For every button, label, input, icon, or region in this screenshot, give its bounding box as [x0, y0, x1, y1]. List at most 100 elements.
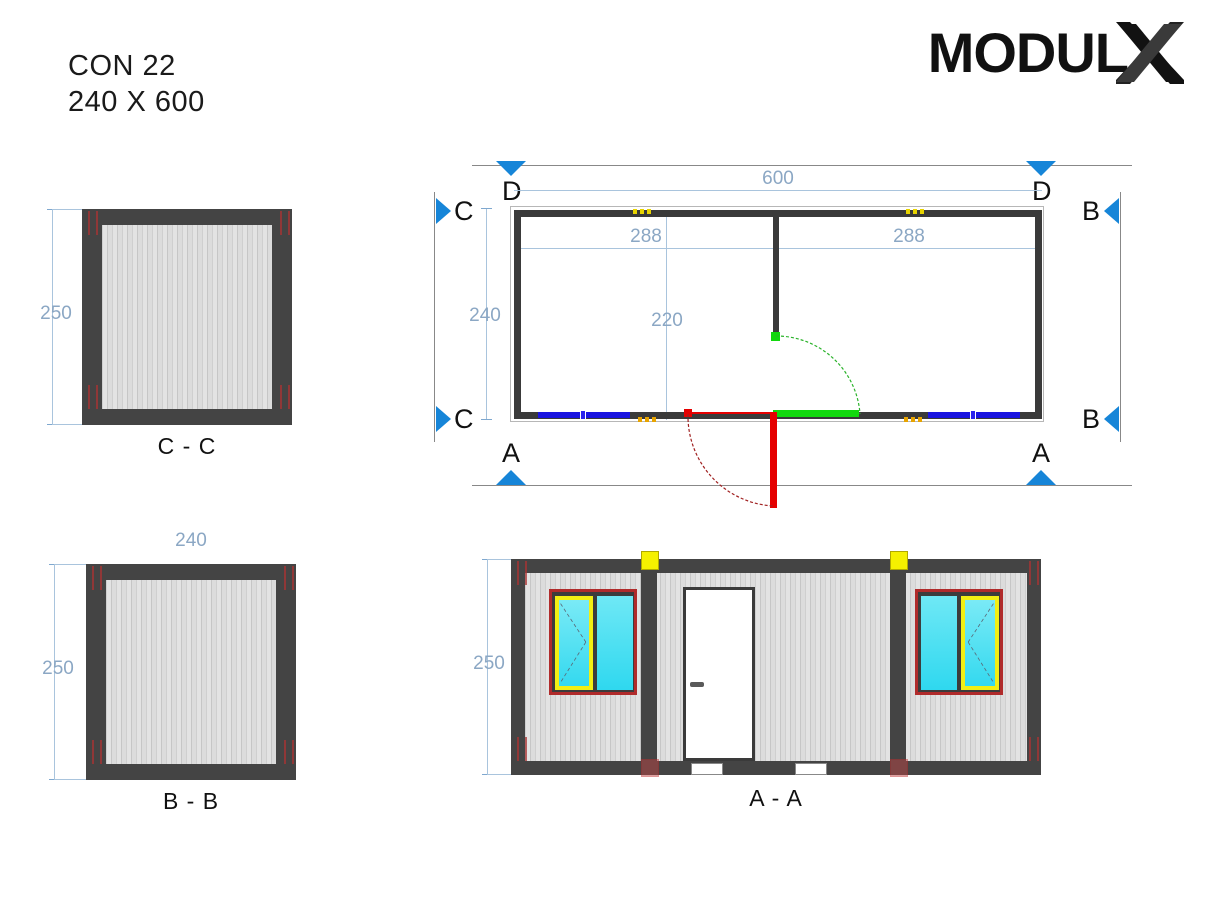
plan-door-offset-dim-line	[666, 212, 667, 420]
plan-wall-right	[1035, 210, 1042, 419]
plan-section-line-aa	[472, 485, 1132, 486]
aa-height-dimension: 250	[473, 653, 505, 674]
aa-corner-mark-bl	[517, 737, 527, 761]
plan-section-line-bb	[1120, 192, 1121, 442]
plan-interior-door-swing-icon	[775, 335, 861, 415]
plan-hinge-top-right-icon	[906, 209, 924, 214]
plan-partition-wall	[773, 217, 779, 335]
aa-window-left-glass-fixed	[597, 596, 633, 690]
aa-post-right	[890, 559, 906, 775]
plan-marker-a-right-icon	[1026, 470, 1056, 485]
bb-ext-bottom	[54, 779, 88, 780]
plan-bay-left: 288	[630, 226, 662, 247]
plan-marker-a-right-label: A	[1032, 438, 1051, 468]
cc-corner-mark-tl	[88, 211, 98, 235]
x-mark-icon	[1114, 20, 1186, 86]
bb-height-dim-line	[54, 564, 55, 780]
aa-door-handle-icon[interactable]	[690, 682, 704, 687]
plan-wall-top	[514, 210, 1042, 217]
aa-entry-door[interactable]	[683, 587, 755, 761]
aa-hinge-left-icon	[641, 551, 659, 570]
plan-interior-door-hinge-icon	[771, 332, 780, 341]
plan-marker-d-left-label: D	[502, 176, 522, 206]
plan-marker-b-upper-label: B	[1082, 196, 1101, 226]
cc-ext-top	[52, 209, 88, 210]
cc-corrugated-panel	[102, 225, 272, 409]
plan-door-offset: 220	[651, 310, 683, 331]
bb-corner-mark-br	[284, 740, 294, 764]
bb-corner-mark-tr	[284, 566, 294, 590]
aa-hinge-base-right-icon	[890, 759, 908, 777]
aa-window-right-sash-openable	[961, 596, 999, 690]
plan-hinge-bottom-left-icon	[638, 417, 656, 422]
plan-window-left-mullion	[580, 410, 586, 420]
aa-caption: A - A	[749, 785, 803, 811]
aa-window-left-sash-openable	[555, 596, 593, 690]
plan-marker-c-lower-label: C	[454, 404, 474, 434]
plan-width-tick-top	[481, 208, 492, 209]
view-section-cc: 250 C - C	[40, 195, 300, 470]
bb-width-dimension: 240	[86, 530, 296, 552]
bb-corner-mark-bl	[92, 740, 102, 764]
plan-section-line-dd	[472, 165, 1132, 166]
plan-hinge-top-left-icon	[633, 209, 651, 214]
aa-fork-pocket-right	[795, 763, 827, 775]
cc-corner-mark-br	[280, 385, 290, 409]
plan-width-dim-line	[486, 208, 487, 420]
aa-corner-mark-br	[1029, 737, 1039, 761]
aa-post-left	[641, 559, 657, 775]
plan-exterior-door-hinge-icon	[684, 409, 692, 417]
plan-width-tick-bottom	[481, 419, 492, 420]
plan-marker-b-lower-icon	[1104, 406, 1119, 432]
bb-height-dimension: 250	[42, 658, 74, 679]
cc-corner-mark-tr	[280, 211, 290, 235]
cc-corner-mark-bl	[88, 385, 98, 409]
title-block: CON 22 240 X 600	[68, 48, 205, 120]
plan-window-right-mullion	[970, 410, 976, 420]
plan-hinge-bottom-right-icon	[904, 417, 922, 422]
plan-wall-left	[514, 210, 521, 419]
cc-caption: C - C	[157, 433, 217, 459]
cc-dim-line	[52, 209, 53, 425]
plan-marker-b-upper-icon	[1104, 198, 1119, 224]
bb-corrugated-panel	[106, 580, 276, 764]
plan-overall-dim-line	[514, 190, 1042, 191]
aa-height-dim-line	[487, 559, 488, 775]
plan-overall-width: 240	[469, 305, 501, 326]
drawing-title-line2: 240 X 600	[68, 86, 205, 118]
plan-marker-c-lower-icon	[436, 406, 451, 432]
aa-corner-mark-tl	[517, 561, 527, 585]
aa-window-right-glass-fixed	[921, 596, 957, 690]
aa-window-left	[549, 589, 637, 695]
aa-window-right	[915, 589, 1003, 695]
view-section-aa: 250	[455, 545, 1055, 825]
plan-bay-right-dim-line	[778, 248, 1040, 249]
plan-exterior-door-jamb	[686, 412, 772, 414]
aa-fork-pocket-left	[691, 763, 723, 775]
plan-interior-door-leaf	[773, 410, 859, 417]
plan-marker-a-left-label: A	[502, 438, 521, 468]
aa-ext-top	[487, 559, 511, 560]
plan-marker-c-upper-icon	[436, 198, 451, 224]
aa-hinge-base-left-icon	[641, 759, 659, 777]
plan-marker-d-right-label: D	[1032, 176, 1052, 206]
plan-exterior-door-swing-icon	[687, 413, 775, 507]
drawing-title-line1: CON 22	[68, 50, 176, 82]
view-section-bb: 240 250 B - B	[40, 530, 310, 820]
plan-overall-length: 600	[762, 168, 794, 189]
plan-bay-left-dim-line	[516, 248, 776, 249]
plan-marker-d-right-icon	[1026, 161, 1056, 176]
bb-ext-top	[54, 564, 88, 565]
plan-section-line-cc	[434, 192, 435, 442]
cc-height-dimension: 250	[40, 303, 72, 324]
bb-caption: B - B	[162, 788, 220, 814]
plan-marker-a-left-icon	[496, 470, 526, 485]
cc-ext-bottom	[52, 424, 88, 425]
view-floor-plan: D D A A C C B B 600 288 288 240 220	[420, 140, 1180, 520]
aa-ext-bottom	[487, 774, 511, 775]
brand-logo: MODUL	[928, 20, 1186, 86]
plan-marker-d-left-icon	[496, 161, 526, 176]
plan-marker-c-upper-label: C	[454, 196, 474, 226]
plan-bay-right: 288	[893, 226, 925, 247]
brand-logo-text: MODUL	[927, 21, 1129, 84]
